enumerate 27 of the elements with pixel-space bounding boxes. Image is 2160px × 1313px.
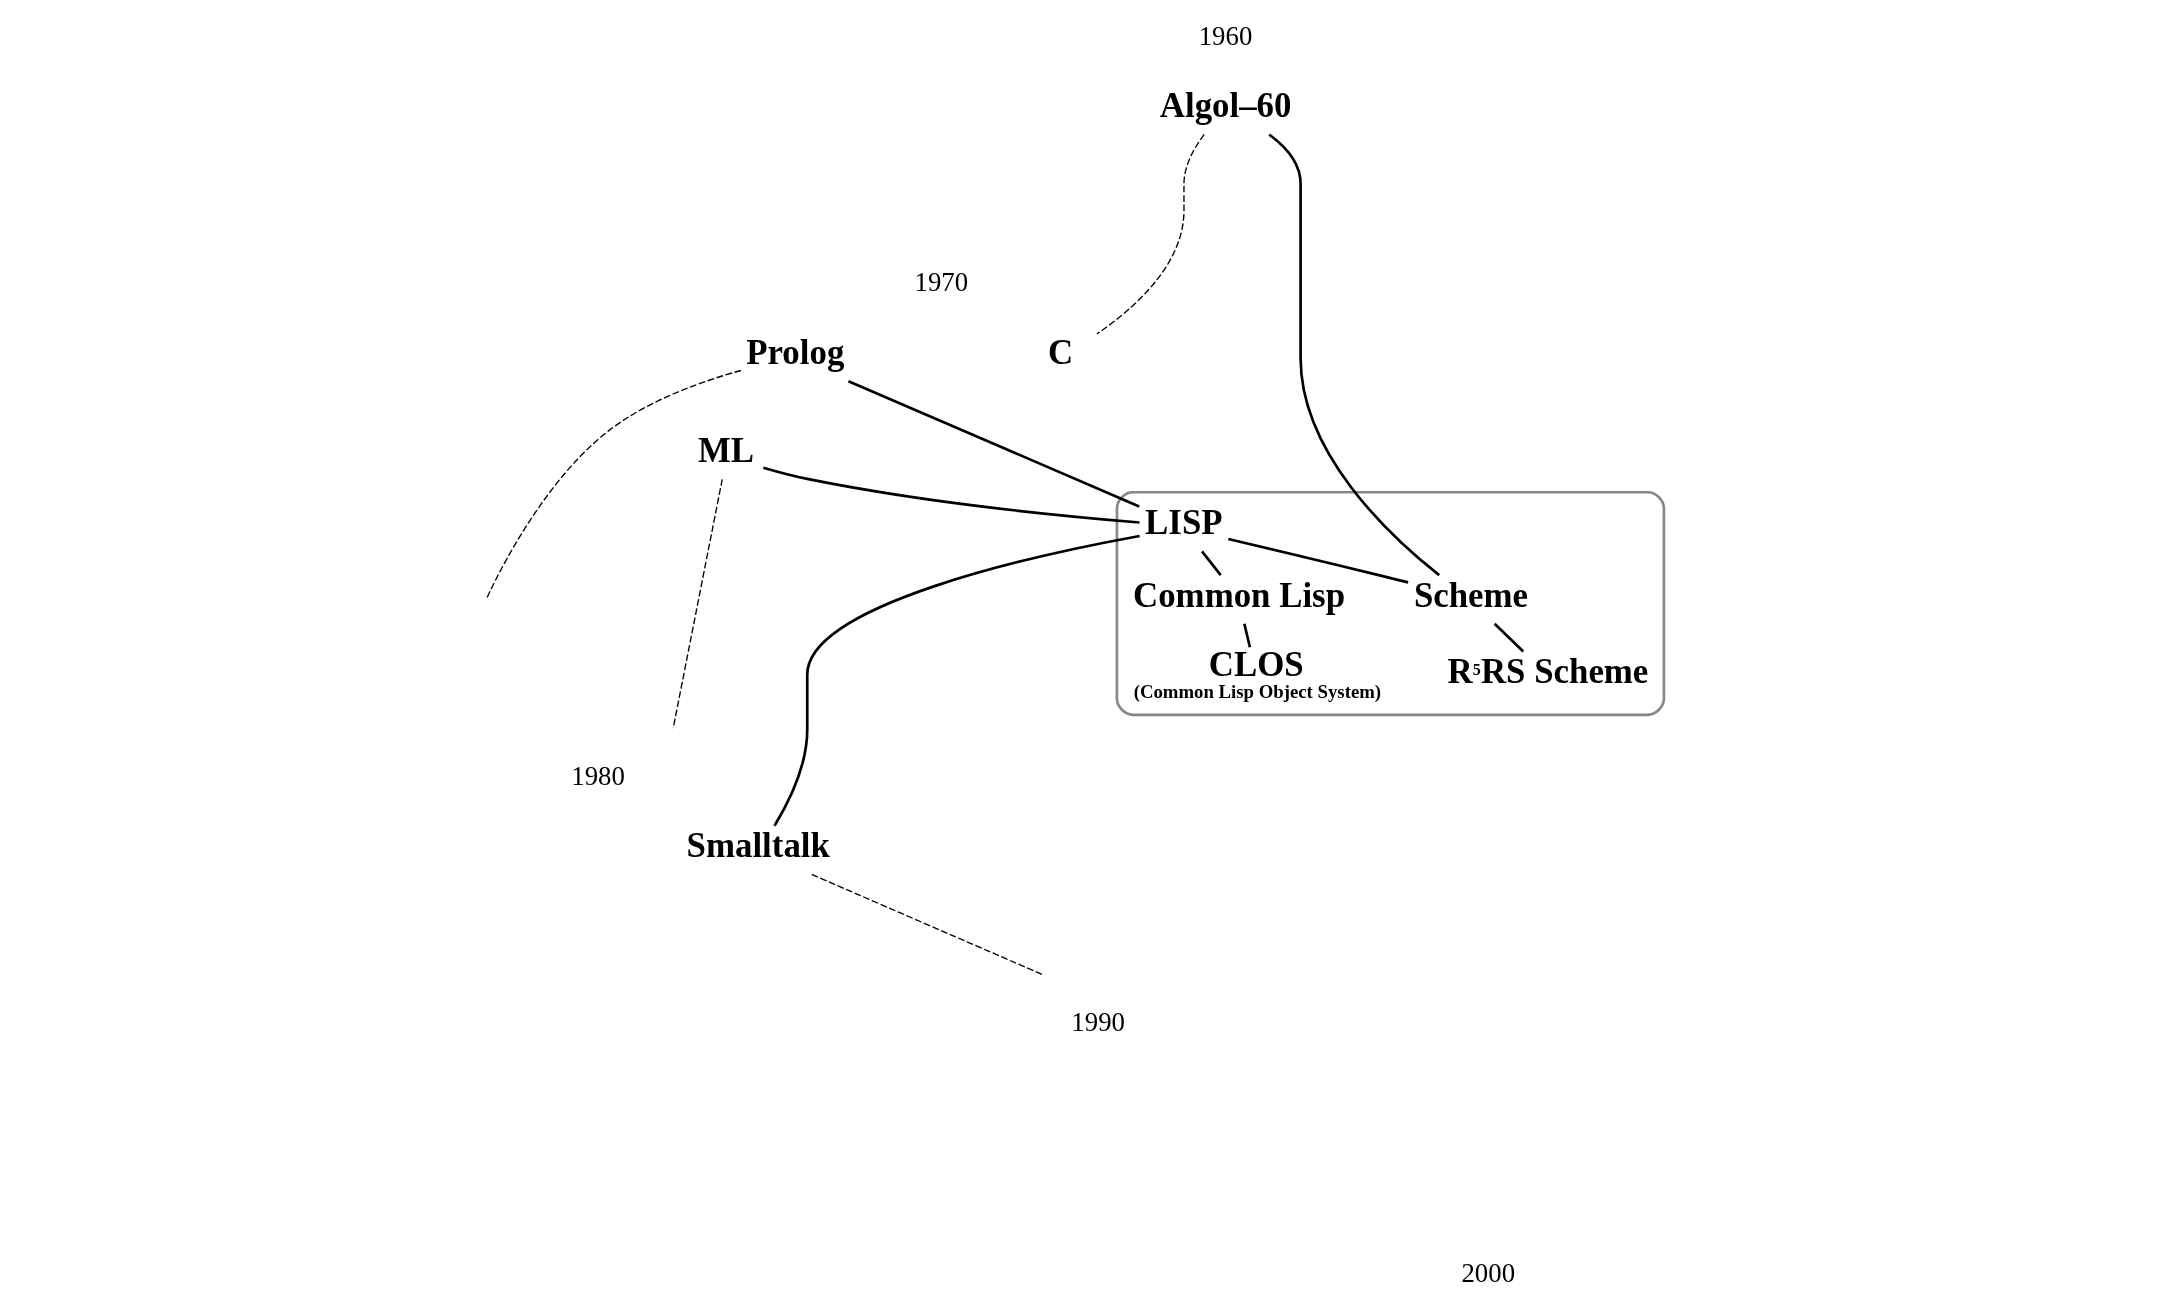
node-text: Smalltalk (686, 826, 830, 866)
node-text: LISP (1144, 503, 1223, 543)
connector (1493, 622, 1524, 653)
connector (772, 534, 1140, 827)
node-text: Prolog (745, 332, 844, 372)
node-text: CLOS (Common Lisp Object System) (1133, 644, 1381, 702)
connector (847, 379, 1140, 508)
connector (762, 466, 1140, 524)
connector (810, 873, 1044, 976)
connector (1242, 623, 1251, 648)
node-text: Algol–60 (1159, 86, 1291, 126)
connector (1267, 133, 1440, 577)
node-text: ML (697, 430, 754, 470)
connector (1200, 550, 1222, 576)
cluster (1115, 490, 1665, 717)
connector (485, 369, 742, 599)
node-text: Scheme (1413, 575, 1528, 615)
connector (1095, 133, 1205, 335)
label: 1990 (1070, 1007, 1125, 1038)
label: 1980 (570, 760, 625, 791)
label: 1970 (914, 267, 968, 298)
label: 1960 (1198, 20, 1252, 51)
node-text: R$^{5}$RS Scheme (1446, 652, 1648, 692)
node-text: C (1047, 332, 1073, 372)
connector (1227, 537, 1408, 584)
label: 2000 (1460, 1257, 1515, 1288)
node-text: Common Lisp (1132, 575, 1345, 615)
